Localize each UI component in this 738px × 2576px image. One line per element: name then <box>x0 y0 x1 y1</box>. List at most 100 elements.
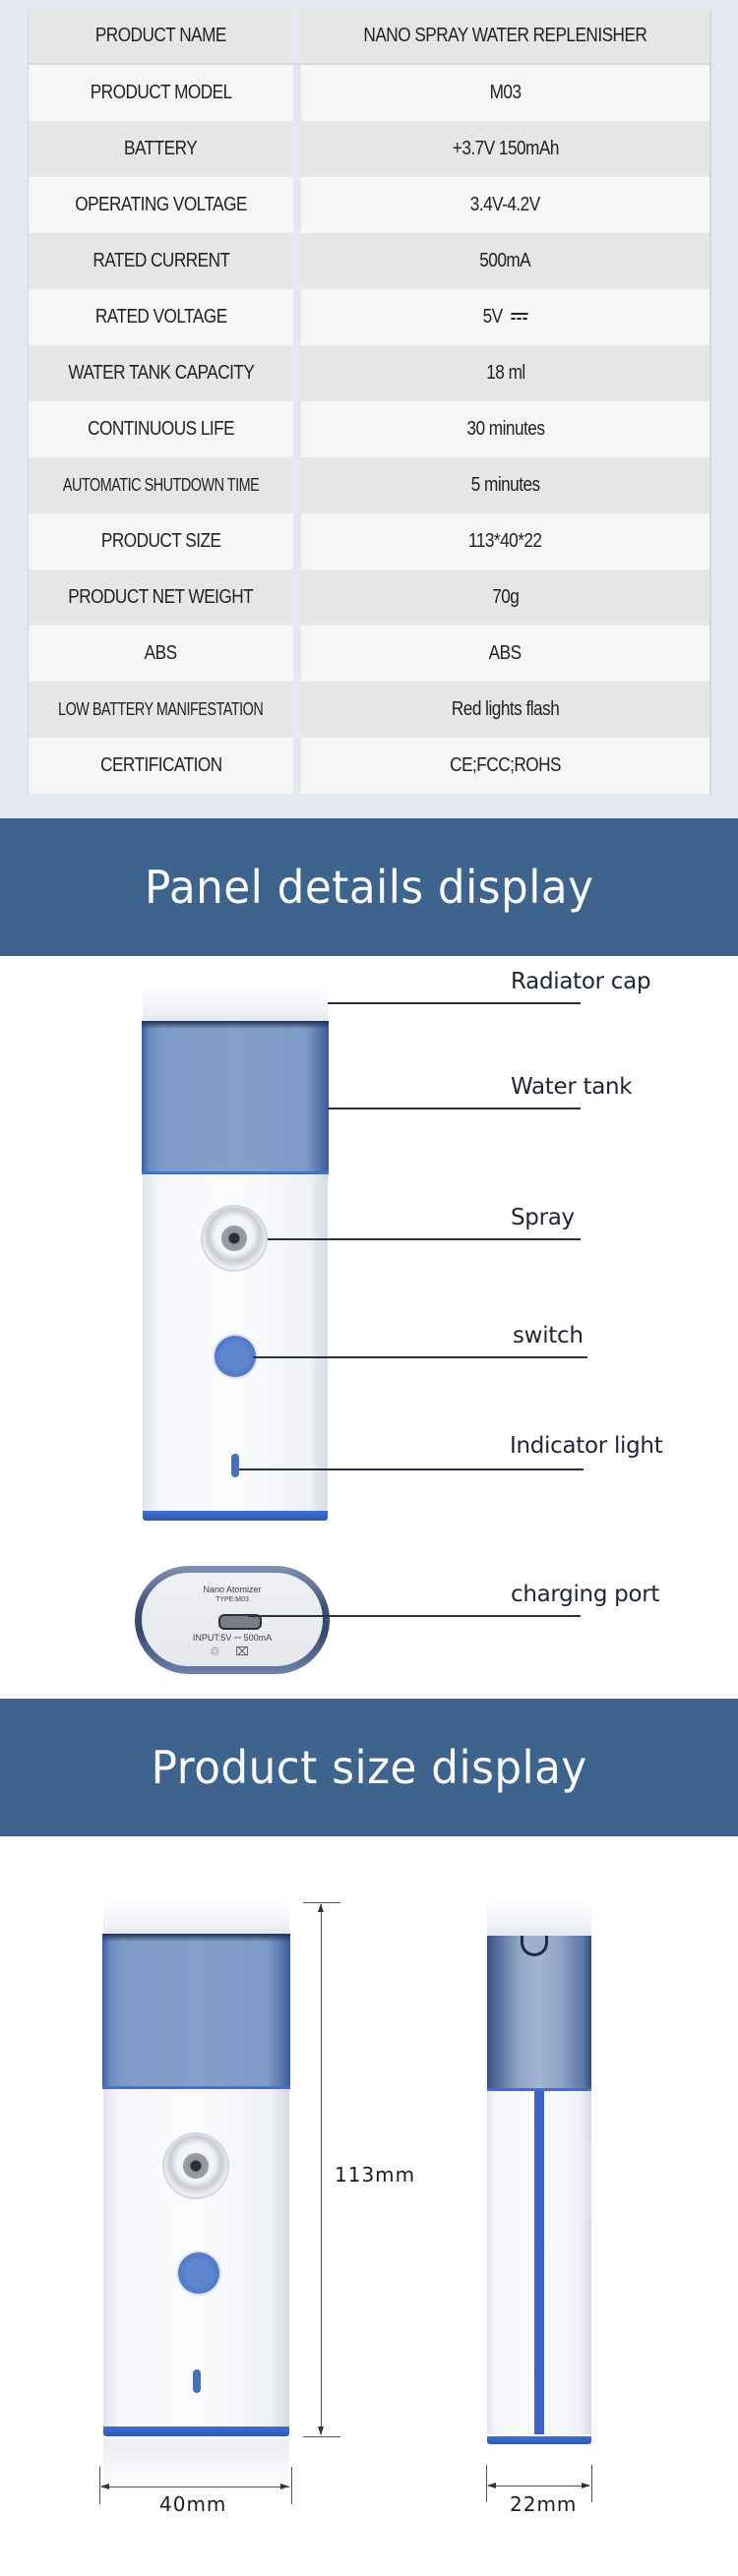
spec-table: PRODUCT NAME NANO SPRAY WATER REPLENISHE… <box>28 9 711 794</box>
leader-line <box>328 1002 581 1004</box>
leader-line <box>248 1615 581 1617</box>
spec-section: PRODUCT NAME NANO SPRAY WATER REPLENISHE… <box>0 0 738 818</box>
spec-label: PRODUCT SIZE <box>29 513 293 569</box>
spec-value: 70g <box>301 569 709 626</box>
device-side-image <box>487 1902 591 2444</box>
device-base <box>487 2436 591 2444</box>
spec-label: OPERATING VOLTAGE <box>29 177 293 233</box>
water-tank <box>142 1021 329 1174</box>
device-base <box>143 1511 328 1521</box>
table-row: BATTERY +3.7V 150mAh <box>29 121 709 177</box>
spec-label: PRODUCT NAME <box>29 9 293 63</box>
table-row: PRODUCT NET WEIGHT 70g <box>29 569 709 626</box>
leader-line <box>328 1108 581 1109</box>
callout-radiator-cap: Radiator cap <box>511 969 651 994</box>
dimension-tick <box>303 2436 340 2437</box>
dimension-tick <box>486 2465 487 2502</box>
table-row: PRODUCT NAME NANO SPRAY WATER REPLENISHE… <box>29 9 709 65</box>
water-tank <box>102 1934 290 2089</box>
bottom-input-rating: INPUT:5V ⎓ 500mA <box>192 1633 273 1643</box>
spec-value: 5V <box>301 289 709 345</box>
section-banner-panel: Panel details display <box>0 818 738 956</box>
indicator-light-icon <box>231 1454 239 1477</box>
spec-label: PRODUCT MODEL <box>29 65 293 121</box>
spec-label: RATED VOLTAGE <box>29 289 293 345</box>
spec-value: 30 minutes <box>301 401 709 457</box>
spray-nozzle-icon <box>164 2134 227 2197</box>
spec-value: Red lights flash <box>301 682 709 738</box>
spec-label: BATTERY <box>29 121 293 177</box>
bottom-type: TYPE:M03 <box>215 1596 249 1603</box>
spec-label: ABS <box>29 626 293 682</box>
leader-line <box>239 1468 584 1470</box>
spec-label: LOW BATTERY MANIFESTATION <box>29 682 293 738</box>
table-row: OPERATING VOLTAGE 3.4V-4.2V <box>29 177 709 233</box>
arrow-right-icon <box>582 2483 590 2488</box>
switch-button-icon <box>178 2252 219 2294</box>
arrow-left-icon <box>487 2483 496 2488</box>
callout-water-tank: Water tank <box>511 1074 633 1100</box>
table-row: ABS ABS <box>29 626 709 682</box>
leader-line <box>268 1238 581 1240</box>
bottom-title: Nano Atomizer <box>203 1585 262 1594</box>
height-dimension-line <box>321 1904 322 2434</box>
spec-value: M03 <box>301 65 709 121</box>
recycle-weee-icon: ♲ ⌧ <box>210 1645 255 1658</box>
section-title: Product size display <box>151 1741 587 1794</box>
width-dimension-line <box>101 2486 289 2487</box>
section-banner-size: Product size display <box>0 1699 738 1836</box>
spec-value: CE;FCC;ROHS <box>301 738 709 794</box>
callout-indicator-light: Indicator light <box>510 1433 663 1459</box>
spec-value: +3.7V 150mAh <box>301 121 709 177</box>
spec-label: RATED CURRENT <box>29 233 293 289</box>
dimension-tick <box>99 2467 100 2504</box>
callout-charging-port: charging port <box>511 1582 660 1607</box>
bottom-panel: Nano Atomizer TYPE:M03 INPUT:5V ⎓ 500mA … <box>142 1573 323 1666</box>
switch-button-icon <box>215 1336 256 1377</box>
spec-label: CERTIFICATION <box>29 738 293 794</box>
arrow-right-icon <box>280 2484 289 2489</box>
arrow-left-icon <box>100 2484 109 2489</box>
table-row: RATED CURRENT 500mA <box>29 233 709 289</box>
dimension-tick <box>303 1902 340 1903</box>
leader-line <box>253 1356 587 1358</box>
spec-label: PRODUCT NET WEIGHT <box>29 569 293 626</box>
device-bottom-view: Nano Atomizer TYPE:M03 INPUT:5V ⎓ 500mA … <box>135 1566 330 1674</box>
spec-value: 500mA <box>301 233 709 289</box>
table-row: PRODUCT SIZE 113*40*22 <box>29 513 709 569</box>
width-label: 40mm <box>159 2492 227 2516</box>
dimension-tick <box>591 2465 592 2502</box>
table-row: WATER TANK CAPACITY 18 ml <box>29 345 709 401</box>
usb-port-icon <box>218 1614 262 1630</box>
depth-label: 22mm <box>510 2492 578 2516</box>
indicator-light-icon <box>193 2369 201 2393</box>
radiator-cap <box>143 988 328 1021</box>
table-row: LOW BATTERY MANIFESTATION Red lights fla… <box>29 682 709 738</box>
dimension-tick <box>291 2467 292 2504</box>
height-label: 113mm <box>335 2163 416 2187</box>
table-row: PRODUCT MODEL M03 <box>29 65 709 121</box>
device-front-image <box>142 988 329 1521</box>
spec-value: 18 ml <box>301 345 709 401</box>
water-tank <box>487 1936 591 2091</box>
spec-value: 113*40*22 <box>301 513 709 569</box>
device-front-size-image <box>102 1902 290 2436</box>
side-stripe <box>534 2091 544 2434</box>
spray-nozzle-icon <box>203 1207 266 1270</box>
arrow-down-icon <box>318 2426 324 2435</box>
side-button-icon <box>587 2146 591 2215</box>
callout-spray: Spray <box>511 1205 575 1230</box>
spec-label: AUTOMATIC SHUTDOWN TIME <box>29 457 293 513</box>
callout-switch: switch <box>513 1323 584 1348</box>
table-row: AUTOMATIC SHUTDOWN TIME 5 minutes <box>29 457 709 513</box>
spec-value: 3.4V-4.2V <box>301 177 709 233</box>
table-row: CONTINUOUS LIFE 30 minutes <box>29 401 709 457</box>
spec-value: NANO SPRAY WATER REPLENISHER <box>301 9 709 63</box>
spec-label: CONTINUOUS LIFE <box>29 401 293 457</box>
device-base <box>103 2426 289 2436</box>
spec-value: ABS <box>301 626 709 682</box>
arrow-up-icon <box>318 1903 324 1912</box>
reflection <box>103 2439 289 2498</box>
radiator-cap <box>103 1902 289 1934</box>
side-nozzle-icon <box>521 1936 548 1956</box>
